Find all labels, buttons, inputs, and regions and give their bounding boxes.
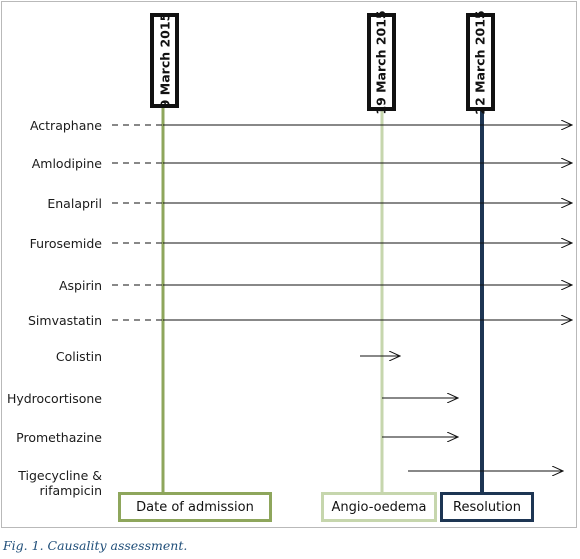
event-box-resolution: Resolution bbox=[440, 492, 534, 522]
event-box-admission: Date of admission bbox=[118, 492, 272, 522]
date-box-admission: 9 March 2015 bbox=[150, 13, 179, 108]
drug-label-enalapril: Enalapril bbox=[47, 196, 102, 211]
drug-label-tigecycline-rifampicin: Tigecycline & rifampicin bbox=[0, 468, 102, 498]
drug-label-aspirin: Aspirin bbox=[58, 278, 102, 293]
event-label-resolution: Resolution bbox=[453, 499, 521, 515]
event-label-angio: Angio-oedema bbox=[331, 499, 427, 515]
drug-label-amlodipine: Amlodipine bbox=[31, 156, 102, 171]
date-label-admission: 9 March 2015 bbox=[157, 12, 173, 109]
drug-label-tigecycline-line1: Tigecycline & bbox=[18, 468, 102, 483]
drug-label-simvastatin: Simvastatin bbox=[27, 313, 102, 328]
event-box-angio: Angio-oedema bbox=[321, 492, 437, 522]
drug-label-hydrocortisone: Hydrocortisone bbox=[6, 391, 102, 406]
drug-label-actraphane: Actraphane bbox=[29, 118, 102, 133]
drug-label-promethazine: Promethazine bbox=[16, 430, 102, 445]
date-label-resolution: 22 March 2015 bbox=[473, 9, 488, 115]
event-label-admission: Date of admission bbox=[136, 499, 254, 515]
drug-label-furosemide: Furosemide bbox=[29, 236, 102, 251]
drug-label-colistin: Colistin bbox=[55, 349, 102, 364]
date-label-angio: 19 March 2015 bbox=[374, 9, 389, 115]
figure-frame bbox=[1, 1, 577, 528]
date-box-resolution: 22 March 2015 bbox=[466, 9, 495, 115]
figure-caption: Fig. 1. Causality assessment. bbox=[3, 538, 188, 553]
drug-label-tigecycline-line2: rifampicin bbox=[39, 483, 102, 498]
date-box-angio: 19 March 2015 bbox=[367, 9, 396, 115]
